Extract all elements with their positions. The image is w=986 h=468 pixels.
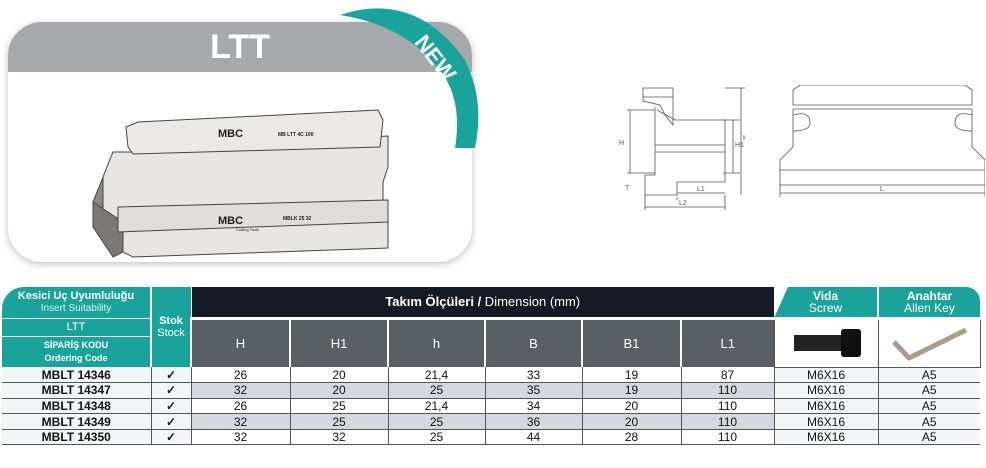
allen-key-icon — [892, 327, 968, 360]
col-header-H: H — [190, 318, 290, 367]
brand-logo-upper: MBC — [218, 128, 243, 140]
brand-logo-lower: MBC — [218, 215, 243, 227]
product-image: MBC MB LTT 4C 100 MBC MBLK 25 32 Cutting… — [92, 109, 389, 258]
cell-H1: 25 — [289, 413, 388, 430]
dim-label-H2: H2 — [743, 135, 745, 142]
cell-allen-key: A5 — [877, 429, 980, 446]
dim-label-L1: L1 — [697, 186, 705, 193]
cell-H1: 20 — [289, 367, 388, 384]
cell-L1: 110 — [680, 429, 774, 446]
cell-h: 25 — [387, 413, 485, 430]
screw-image — [773, 317, 879, 368]
cell-B1: 28 — [581, 429, 681, 446]
dim-label-T: T — [625, 185, 630, 192]
cell-H: 32 — [191, 382, 290, 399]
ordering-code: MBLT 14347 — [2, 382, 152, 399]
cell-B: 44 — [484, 429, 582, 446]
cell-B: 33 — [484, 367, 582, 384]
cell-h: 21,4 — [387, 398, 485, 415]
col-header-h: h — [387, 318, 485, 367]
stock-check-icon: ✓ — [151, 382, 192, 399]
dimension-header: Takım Ölçüleri / Dimension (mm) — [190, 287, 774, 320]
lower-part-label: MBLK 25 32 — [283, 216, 312, 222]
front-view-drawing: L — [779, 85, 985, 197]
cell-screw: M6X16 — [773, 429, 878, 446]
cell-H1: 32 — [289, 429, 388, 446]
dim-label-H1: H1 — [735, 142, 744, 149]
cell-H: 26 — [191, 398, 290, 415]
cell-H1: 25 — [289, 398, 388, 415]
cell-h: 21,4 — [387, 367, 485, 384]
cell-h: 25 — [387, 382, 485, 399]
cell-allen-key: A5 — [877, 413, 980, 430]
cell-allen-key: A5 — [877, 382, 980, 399]
side-view-drawing: H H1 H2 T L1 L2 — [619, 87, 745, 210]
col-header-B: B — [484, 318, 582, 367]
stock-check-icon: ✓ — [151, 367, 192, 384]
dim-label-L2: L2 — [679, 200, 687, 207]
cell-h: 25 — [387, 429, 485, 446]
cell-screw: M6X16 — [773, 367, 878, 384]
cell-H: 32 — [191, 413, 290, 430]
cell-screw: M6X16 — [773, 413, 878, 430]
cell-B: 36 — [484, 413, 582, 430]
insert-value: LTT — [2, 318, 151, 337]
allen-key-image — [877, 317, 981, 368]
cell-L1: 110 — [680, 398, 774, 415]
cell-screw: M6X16 — [773, 398, 878, 415]
cell-H1: 20 — [289, 382, 388, 399]
dim-label-L: L — [880, 186, 884, 193]
cell-L1: 87 — [680, 367, 774, 384]
cell-L1: 110 — [680, 382, 774, 399]
ordering-code: MBLT 14348 — [2, 398, 152, 415]
cell-B1: 20 — [581, 398, 681, 415]
brand-subtitle: Cutting Tools — [236, 227, 259, 232]
ordering-code: MBLT 14346 — [2, 367, 152, 384]
cell-screw: M6X16 — [773, 382, 878, 399]
col-header-H1: H1 — [289, 318, 388, 367]
cell-B1: 19 — [581, 367, 681, 384]
cell-allen-key: A5 — [877, 367, 980, 384]
stock-check-icon: ✓ — [151, 398, 192, 415]
cell-L1: 110 — [680, 413, 774, 430]
cell-B: 35 — [484, 382, 582, 399]
ordering-code: MBLT 14349 — [2, 413, 152, 430]
cell-B1: 20 — [581, 413, 681, 430]
cell-allen-key: A5 — [877, 398, 980, 415]
cell-H: 32 — [191, 429, 290, 446]
stock-check-icon: ✓ — [151, 429, 192, 446]
cell-H: 26 — [191, 367, 290, 384]
cell-B: 34 — [484, 398, 582, 415]
screw-icon — [794, 328, 861, 357]
cell-B1: 19 — [581, 382, 681, 399]
stock-check-icon: ✓ — [151, 413, 192, 430]
dim-label-H: H — [619, 140, 624, 147]
upper-part-label: MB LTT 4C 100 — [278, 132, 314, 138]
new-ribbon: NEW — [340, 8, 479, 149]
ordering-code: MBLT 14350 — [2, 429, 152, 446]
col-header-L1: L1 — [680, 318, 774, 367]
col-header-B1: B1 — [581, 318, 681, 367]
